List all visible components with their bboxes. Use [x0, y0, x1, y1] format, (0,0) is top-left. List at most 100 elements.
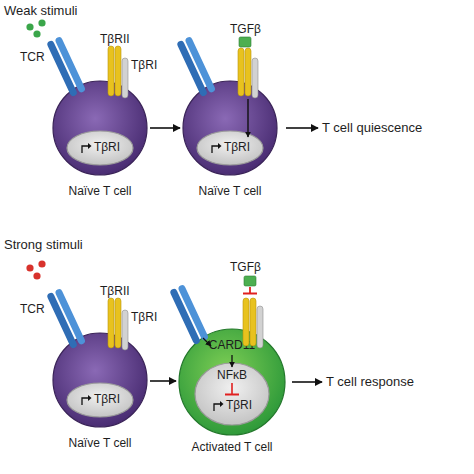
ligand-dot — [26, 264, 33, 271]
tgfb-ligand — [244, 276, 256, 286]
condition-heading: Strong stimuli — [4, 238, 83, 252]
outcome-label: T cell response — [326, 375, 414, 389]
text-row: Naïve T cell — [2, 436, 198, 450]
condition-heading: Weak stimuli — [4, 4, 77, 18]
tbrii-receptor — [245, 48, 251, 96]
cell-label: Naïve T cell — [69, 436, 132, 450]
nucleus: TβRI — [196, 130, 264, 166]
inhibition-line — [231, 383, 233, 394]
tbrii-receptor — [108, 298, 114, 348]
outcome-arrow — [286, 127, 318, 129]
outcome-label: T cell quiescence — [322, 121, 422, 135]
tbrii-receptor — [250, 298, 256, 346]
outcome-arrow — [292, 381, 322, 383]
nucleus: TβRI — [66, 130, 134, 166]
promoter-head — [88, 395, 92, 401]
cell-label: Naïve T cell — [69, 184, 132, 198]
molecule-label: TβRI — [94, 392, 120, 406]
ligand-label: TGFβ — [230, 260, 261, 274]
tbrii-receptor — [115, 298, 121, 348]
text-row: Naïve T cell — [2, 184, 198, 198]
tbrii-receptor — [238, 48, 244, 96]
shape-fill — [197, 131, 263, 165]
tbri-receptor — [257, 306, 263, 348]
nucleus: TβRI — [66, 382, 134, 418]
cell-label: Naïve T cell — [199, 184, 262, 198]
tcr-chain — [169, 288, 201, 345]
tcr-chain — [46, 292, 78, 349]
tcr-receptor — [46, 36, 86, 97]
text-row: NFκB — [194, 368, 270, 382]
tcr-receptor — [176, 36, 216, 97]
ligand-dot — [38, 19, 45, 26]
tbri-receptor — [252, 58, 258, 98]
inhibition-bar — [225, 394, 239, 396]
shape-fill — [195, 363, 269, 425]
promoter-arrow — [80, 393, 92, 405]
ligand-dot — [33, 272, 40, 279]
tcr-chain — [54, 288, 86, 345]
receptor-label: TβRI — [131, 310, 157, 324]
text-row: TβRI — [66, 140, 134, 154]
tcr-chain — [184, 36, 216, 93]
text-row: TβRI — [66, 392, 134, 406]
shape-fill — [53, 81, 147, 175]
text-row: Activated T cell — [128, 440, 336, 454]
shape-fill — [53, 333, 147, 427]
promoter-line — [214, 404, 221, 411]
tcr-receptor — [169, 284, 209, 345]
signal-arrow — [247, 99, 248, 137]
text-row: CARD11 — [178, 338, 286, 352]
promoter-line — [212, 146, 219, 153]
promoter-arrow — [210, 141, 222, 153]
text-row: TβRI — [196, 140, 264, 154]
molecule-label: TβRI — [94, 140, 120, 154]
promoter-head — [88, 143, 92, 149]
promoter-line — [82, 398, 89, 405]
t-cell: Naïve T cellTβRI — [52, 80, 148, 176]
molecule-label: TβRI — [224, 140, 250, 154]
promoter-arrow — [212, 399, 224, 411]
ligand-dot — [38, 260, 45, 267]
tcr-chain — [177, 284, 209, 341]
t-cell: Naïve T cellTβRI — [182, 80, 278, 176]
text-row: Naïve T cell — [132, 184, 328, 198]
receptor-label: TβRII — [100, 32, 130, 46]
molecule-label: CARD11 — [209, 338, 255, 352]
ligand-label: TGFβ — [230, 22, 261, 36]
promoter-line — [82, 146, 89, 153]
tgfb-ligand — [239, 37, 251, 47]
nucleus: NFκB TβRI — [194, 362, 270, 426]
tbri-receptor — [122, 310, 128, 350]
tcr-chain — [54, 36, 86, 93]
tbrii-receptor — [108, 46, 114, 96]
text-row: TβRI — [194, 398, 270, 412]
promoter-arrow — [80, 141, 92, 153]
t-cell: Naïve T cellTβRI — [52, 332, 148, 428]
ligand-dot — [26, 23, 33, 30]
flow-arrow — [150, 380, 176, 382]
receptor-label: TβRII — [100, 284, 130, 298]
tbrii-receptor — [115, 46, 121, 96]
shape-fill — [179, 329, 285, 435]
activated-t-cell: CARD11Activated T cellNFκBTβRI — [178, 328, 286, 436]
promoter-head — [218, 143, 222, 149]
receptor-label: TβRI — [131, 58, 157, 72]
tcr-receptor — [46, 288, 86, 349]
tbri-receptor — [122, 58, 128, 98]
inhibition-line — [249, 287, 251, 293]
shape-fill — [183, 81, 277, 175]
molecule-label: TβRI — [226, 398, 252, 412]
inhibition-bar — [243, 293, 257, 295]
tbrii-receptor — [243, 298, 249, 346]
ligand-dot — [33, 30, 40, 37]
signal-arrow — [231, 355, 232, 367]
cell-label: Activated T cell — [192, 440, 273, 454]
shape-fill — [67, 131, 133, 165]
receptor-label: TCR — [20, 302, 45, 316]
tcr-chain — [46, 40, 78, 97]
